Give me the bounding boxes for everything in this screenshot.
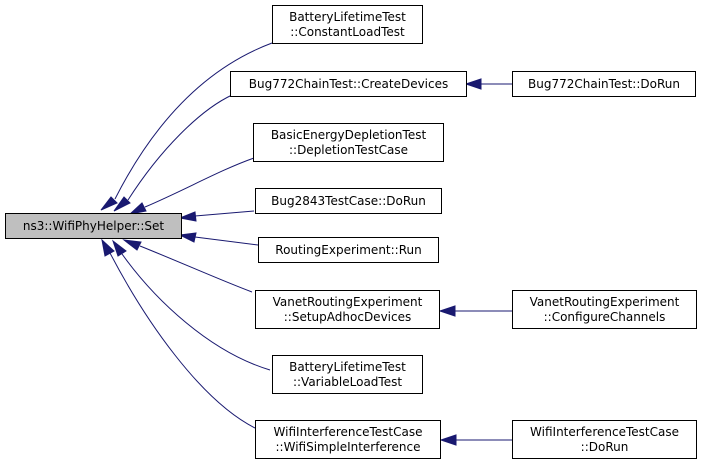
node-wifi-interf-dorun[interactable]: WifiInterferenceTestCase ::DoRun — [512, 420, 697, 459]
node-label-line: Bug772ChainTest::CreateDevices — [249, 77, 449, 91]
node-bug2843[interactable]: Bug2843TestCase::DoRun — [255, 188, 442, 214]
node-label-line: ::SetupAdhocDevices — [284, 310, 411, 324]
node-label-line: RoutingExperiment::Run — [275, 243, 421, 257]
node-label-line: ::ConstantLoadTest — [290, 25, 405, 39]
edge-batt-var-to-set — [121, 253, 271, 371]
node-label-line: ::DoRun — [581, 440, 629, 454]
node-routing-run[interactable]: RoutingExperiment::Run — [258, 237, 439, 263]
edge-bug772-create-to-set — [127, 94, 233, 201]
edge-routing-run-to-set — [194, 236, 259, 246]
edge-vanet-setup-to-set — [139, 245, 253, 293]
node-batt-var[interactable]: BatteryLifetimeTest ::VariableLoadTest — [272, 355, 423, 394]
arrowhead — [438, 305, 456, 317]
arrowhead — [113, 196, 131, 212]
arrowhead — [178, 232, 197, 243]
node-label-line: BasicEnergyDepletionTest — [271, 128, 427, 142]
arrowhead — [112, 239, 127, 257]
node-basic-energy[interactable]: BasicEnergyDepletionTest ::DepletionTest… — [253, 123, 444, 162]
node-wifi-interf[interactable]: WifiInterferenceTestCase ::WifiSimpleInt… — [255, 420, 441, 459]
edges — [100, 42, 512, 446]
node-label-line: VanetRoutingExperiment — [530, 295, 680, 309]
arrowhead — [128, 202, 147, 215]
node-label-line: ::DepletionTestCase — [289, 143, 408, 157]
node-label-line: BatteryLifetimeTest — [289, 360, 406, 374]
arrowhead — [439, 434, 457, 446]
node-label-line: WifiInterferenceTestCase — [530, 425, 679, 439]
node-root-label: ns3::WifiPhyHelper::Set — [23, 219, 165, 233]
node-label-line: VanetRoutingExperiment — [273, 295, 423, 309]
edge-bug2843-to-set — [194, 210, 255, 217]
node-root[interactable]: ns3::WifiPhyHelper::Set — [5, 213, 182, 239]
node-label-line: ::ConfigureChannels — [544, 310, 666, 324]
arrowhead — [101, 238, 115, 257]
node-vanet-setup[interactable]: VanetRoutingExperiment ::SetupAdhocDevic… — [255, 290, 440, 329]
node-label-line: ::WifiSimpleInterference — [276, 440, 421, 454]
node-label-line: BatteryLifetimeTest — [289, 10, 406, 24]
node-label-line: Bug772ChainTest::DoRun — [528, 77, 680, 91]
arrowhead — [464, 78, 482, 90]
arrowhead — [122, 239, 142, 251]
node-label-line: Bug2843TestCase::DoRun — [271, 194, 426, 208]
node-label-line: WifiInterferenceTestCase — [274, 425, 423, 439]
edge-wifi-interf-to-set — [109, 252, 256, 429]
node-bug772-create[interactable]: Bug772ChainTest::CreateDevices — [230, 71, 467, 97]
edge-basic-energy-to-set — [144, 157, 255, 208]
node-vanet-config[interactable]: VanetRoutingExperiment ::ConfigureChanne… — [512, 290, 697, 329]
edge-batt-const-to-set — [114, 42, 273, 200]
node-bug772-dorun[interactable]: Bug772ChainTest::DoRun — [512, 71, 696, 97]
arrowhead — [178, 211, 197, 222]
node-batt-const[interactable]: BatteryLifetimeTest ::ConstantLoadTest — [272, 5, 423, 44]
node-label-line: ::VariableLoadTest — [293, 375, 402, 389]
arrowhead — [100, 196, 118, 211]
